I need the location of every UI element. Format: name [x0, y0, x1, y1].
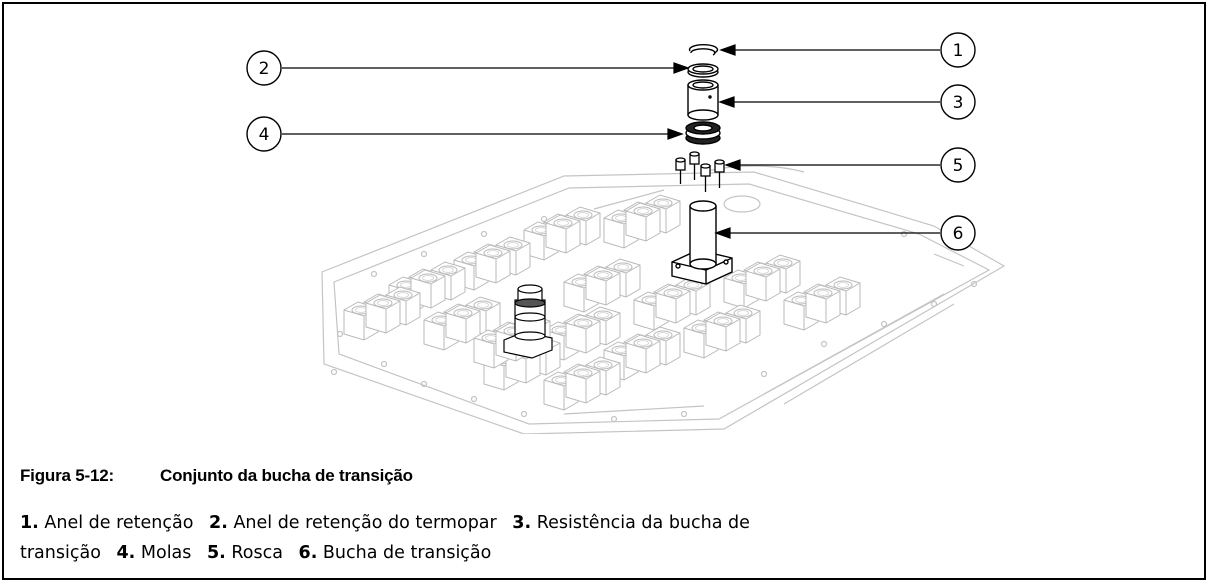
transition-bushing-assembly-illustration: 1 2 3 4 5 6 [246, 32, 1006, 434]
heater-part [687, 79, 719, 121]
svg-text:2: 2 [259, 59, 270, 79]
svg-text:4: 4 [259, 125, 270, 145]
figure-caption: Figura 5-12: Conjunto da bucha de transiç… [20, 466, 413, 486]
svg-text:3: 3 [953, 93, 964, 113]
svg-text:5: 5 [953, 156, 964, 176]
callout-3: 3 [940, 84, 976, 120]
legend-item-3: 3. Resistência da bucha de transição [20, 513, 750, 563]
transition-bushing-part [671, 200, 733, 285]
callout-2: 2 [246, 50, 282, 86]
leader-lines [282, 44, 940, 239]
installed-transition-bushing [503, 284, 553, 359]
legend-item-5: 5. Rosca [206, 543, 283, 563]
figure-legend: 1. Anel de retenção 2. Anel de retenção … [20, 508, 840, 568]
legend-item-2: 2. Anel de retenção do termopar [209, 513, 497, 533]
callout-5: 5 [940, 147, 976, 183]
screws-part [675, 151, 725, 192]
callout-6: 6 [940, 215, 976, 251]
legend-item-1: 1. Anel de retenção [20, 513, 194, 533]
callout-1: 1 [940, 32, 976, 68]
springs-part [685, 121, 721, 145]
callout-4: 4 [246, 116, 282, 152]
retaining-ring-part [688, 44, 719, 56]
svg-text:6: 6 [953, 224, 964, 244]
figure-number: Figura 5-12: [20, 466, 114, 485]
svg-text:1: 1 [953, 41, 964, 61]
thermocouple-retaining-ring-part [687, 63, 719, 78]
figure-title: Conjunto da bucha de transição [160, 466, 413, 485]
legend-item-6: 6. Bucha de transição [298, 543, 492, 563]
legend-item-4: 4. Molas [116, 543, 192, 563]
